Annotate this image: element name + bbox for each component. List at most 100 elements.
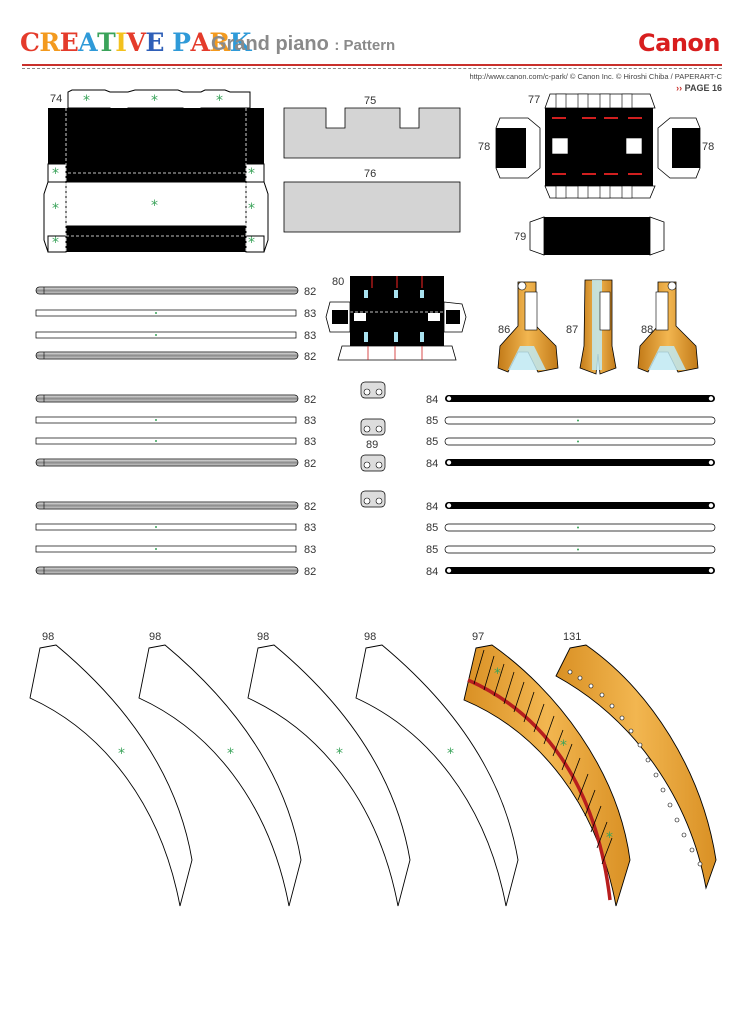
label-82: 82 bbox=[304, 458, 316, 470]
svg-text:*: * bbox=[494, 666, 501, 682]
logo-letter: E bbox=[145, 28, 164, 57]
label-82: 82 bbox=[304, 394, 316, 406]
part-89: 89 bbox=[360, 381, 386, 508]
creative-park-logo: CREATIVE PARK bbox=[20, 28, 251, 57]
label-75: 75 bbox=[364, 95, 376, 107]
page-number-text: PAGE 16 bbox=[684, 83, 722, 93]
label-87: 87 bbox=[566, 324, 578, 336]
label-98: 98 bbox=[257, 631, 269, 643]
part-98-2: * 98 bbox=[138, 631, 302, 907]
label-78-left: 78 bbox=[478, 141, 490, 153]
label-98: 98 bbox=[42, 631, 54, 643]
logo-letter: P bbox=[172, 28, 191, 57]
title-subtitle: : Pattern bbox=[334, 37, 396, 54]
label-83: 83 bbox=[304, 436, 316, 448]
label-89: 89 bbox=[366, 439, 378, 451]
svg-text:*: * bbox=[151, 93, 158, 109]
svg-text:*: * bbox=[248, 166, 255, 182]
label-98: 98 bbox=[149, 631, 161, 643]
label-83: 83 bbox=[304, 308, 316, 320]
label-77: 77 bbox=[528, 94, 540, 106]
rods-left: 82 83 83 82 82 83 83 82 82 83 83 82 bbox=[35, 286, 316, 578]
label-82: 82 bbox=[304, 501, 316, 513]
label-131: 131 bbox=[563, 631, 581, 643]
label-82: 82 bbox=[304, 351, 316, 363]
svg-text:*: * bbox=[216, 93, 223, 109]
logo-letter: E bbox=[59, 28, 79, 57]
part-88: 88 bbox=[637, 281, 699, 373]
label-82: 82 bbox=[304, 286, 316, 298]
svg-text:*: * bbox=[52, 201, 59, 217]
svg-text:*: * bbox=[83, 93, 90, 109]
page-arrow-icon: ›› bbox=[676, 83, 683, 93]
label-76: 76 bbox=[364, 168, 376, 180]
part-98-3: * 98 bbox=[247, 631, 411, 907]
part-74: * * * * * * * * * * 74 bbox=[43, 89, 269, 253]
part-78-right: 78 bbox=[657, 117, 714, 179]
svg-text:*: * bbox=[227, 746, 234, 762]
label-86: 86 bbox=[498, 324, 510, 336]
label-80: 80 bbox=[332, 276, 344, 288]
label-84: 84 bbox=[426, 566, 438, 578]
label-85: 85 bbox=[426, 415, 438, 427]
page-title: Grand piano : Pattern bbox=[211, 33, 395, 56]
logo-letter: K bbox=[229, 28, 252, 57]
label-88: 88 bbox=[641, 324, 653, 336]
logo-letter: A bbox=[78, 28, 98, 57]
label-98: 98 bbox=[364, 631, 376, 643]
svg-text:*: * bbox=[151, 198, 158, 214]
label-83: 83 bbox=[304, 522, 316, 534]
part-76: 76 bbox=[283, 168, 461, 233]
svg-text:*: * bbox=[52, 166, 59, 182]
svg-text:*: * bbox=[52, 235, 59, 251]
part-98-1: * 98 bbox=[29, 631, 193, 907]
label-83: 83 bbox=[304, 415, 316, 427]
header-dashed-rule bbox=[22, 68, 722, 69]
label-82: 82 bbox=[304, 566, 316, 578]
label-78-right: 78 bbox=[702, 141, 714, 153]
part-131: 131 bbox=[555, 631, 717, 890]
logo-letter: C bbox=[20, 28, 40, 57]
label-97: 97 bbox=[472, 631, 484, 643]
svg-text:*: * bbox=[606, 830, 613, 846]
part-87: 87 bbox=[566, 279, 617, 375]
part-80: 80 bbox=[325, 276, 467, 361]
label-83: 83 bbox=[304, 330, 316, 342]
logo-letter: R bbox=[39, 28, 60, 57]
canon-logo: Canon bbox=[638, 29, 720, 57]
svg-text:*: * bbox=[118, 746, 125, 762]
svg-text:*: * bbox=[248, 235, 255, 251]
label-84: 84 bbox=[426, 458, 438, 470]
page-number: ›› PAGE 16 bbox=[676, 83, 722, 93]
part-98-4: * 98 bbox=[355, 631, 519, 907]
logo-letter: T bbox=[97, 28, 116, 57]
part-77: 77 bbox=[528, 93, 656, 199]
part-79: 79 bbox=[514, 216, 665, 256]
title-text: Grand piano bbox=[211, 33, 329, 55]
logo-letter: A bbox=[190, 28, 210, 57]
label-79: 79 bbox=[514, 231, 526, 243]
label-83: 83 bbox=[304, 544, 316, 556]
rods-right: 84 85 85 84 84 85 85 84 bbox=[426, 394, 716, 578]
svg-text:*: * bbox=[447, 746, 454, 762]
header-rule bbox=[22, 64, 722, 66]
label-85: 85 bbox=[426, 436, 438, 448]
credits-line: http://www.canon.com/c-park/ © Canon Inc… bbox=[469, 72, 722, 81]
logo-letter: V bbox=[126, 28, 146, 57]
part-86: 86 bbox=[497, 281, 559, 373]
svg-text:*: * bbox=[336, 746, 343, 762]
part-97: * * * 97 bbox=[463, 631, 631, 907]
svg-text:*: * bbox=[560, 738, 567, 754]
page-header: CREATIVE PARK Grand piano : Pattern Cano… bbox=[0, 0, 746, 96]
label-85: 85 bbox=[426, 522, 438, 534]
label-84: 84 bbox=[426, 394, 438, 406]
part-75: 75 bbox=[283, 95, 461, 159]
logo-letter: R bbox=[209, 28, 230, 57]
label-74: 74 bbox=[50, 93, 62, 105]
label-85: 85 bbox=[426, 544, 438, 556]
label-84: 84 bbox=[426, 501, 438, 513]
logo-letter: I bbox=[115, 28, 127, 57]
part-78-left: 78 bbox=[478, 117, 541, 179]
svg-text:*: * bbox=[248, 201, 255, 217]
